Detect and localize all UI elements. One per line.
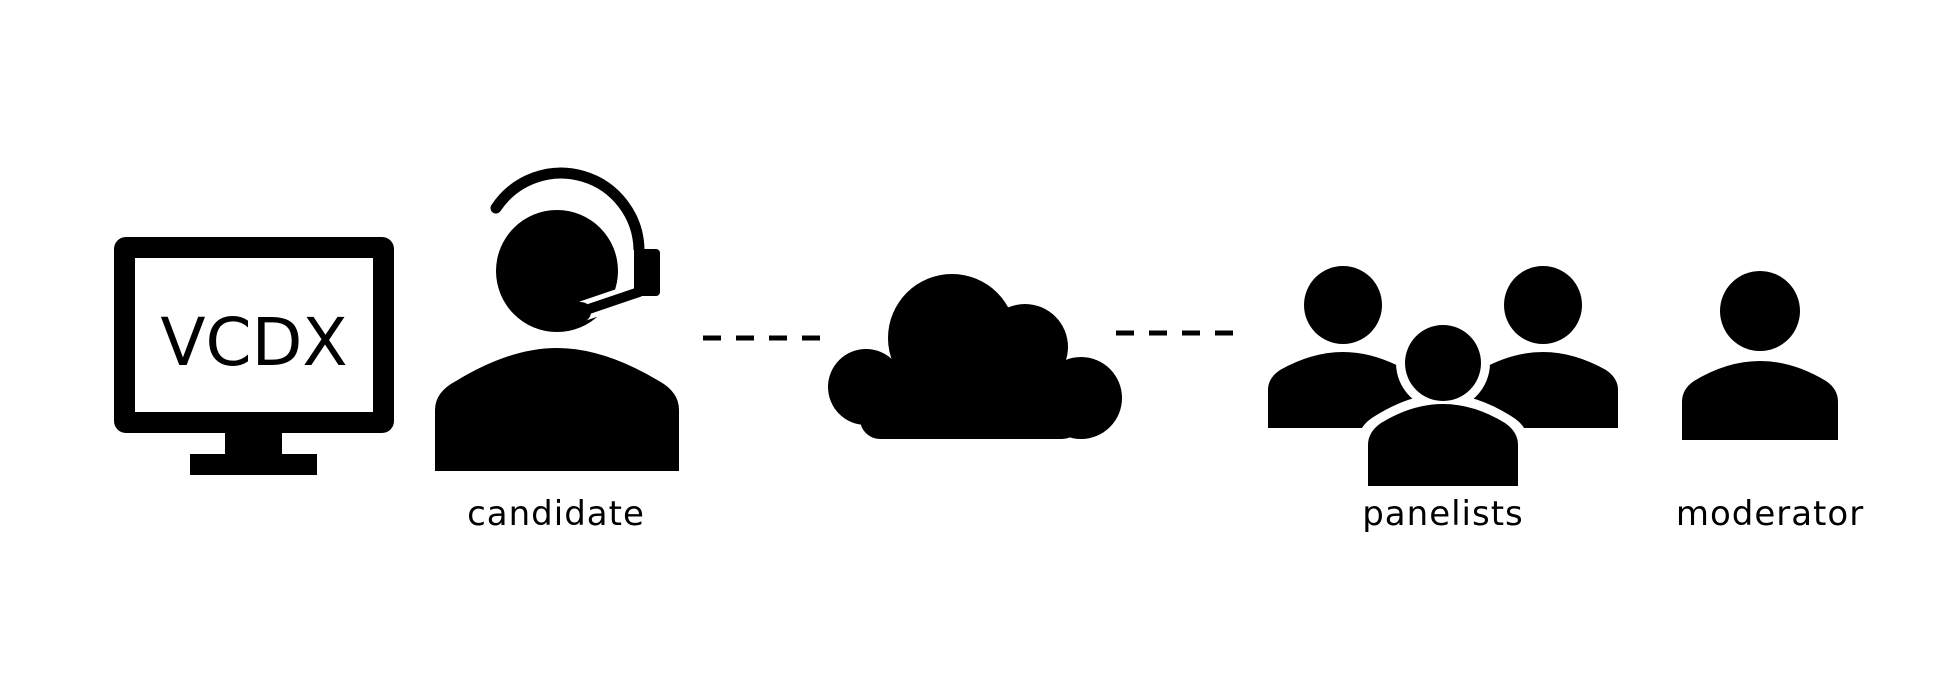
headset-person-icon — [435, 167, 679, 471]
monitor-icon: VCDX — [114, 237, 394, 475]
candidate-label: candidate — [467, 494, 645, 534]
panelists-label: panelists — [1362, 494, 1524, 534]
moderator-label: moderator — [1675, 494, 1865, 534]
group-icon — [1268, 266, 1618, 496]
person-icon — [1682, 271, 1838, 440]
monitor-screen-text: VCDX — [160, 304, 347, 381]
cloud-icon — [828, 274, 1122, 439]
